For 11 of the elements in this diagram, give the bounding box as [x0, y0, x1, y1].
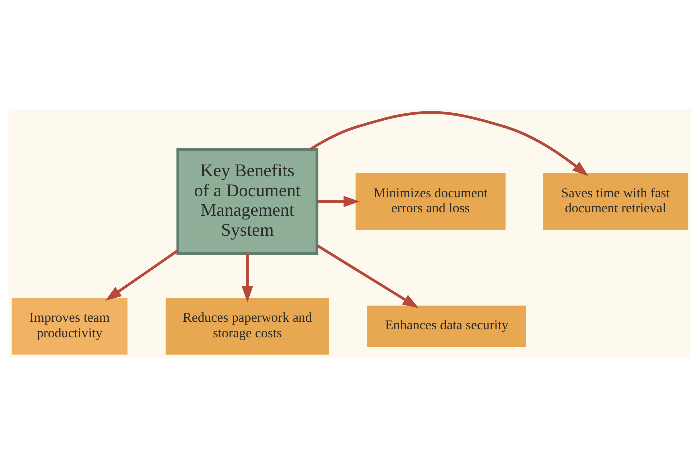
arrow — [106, 250, 179, 301]
arrow — [242, 254, 254, 303]
arrow — [310, 111, 589, 176]
node-box: Improves team productivity — [12, 298, 128, 355]
node-box: Reduces paperwork and storage costs — [166, 298, 330, 355]
node-box: Key Benefits of a Document Management System — [176, 148, 319, 256]
node-box: Saves time with fast document retrieval — [544, 173, 688, 230]
arrow — [316, 244, 419, 308]
node-box: Minimizes document errors and loss — [356, 173, 506, 230]
node-box: Enhances data security — [368, 306, 526, 348]
arrow — [317, 196, 360, 208]
